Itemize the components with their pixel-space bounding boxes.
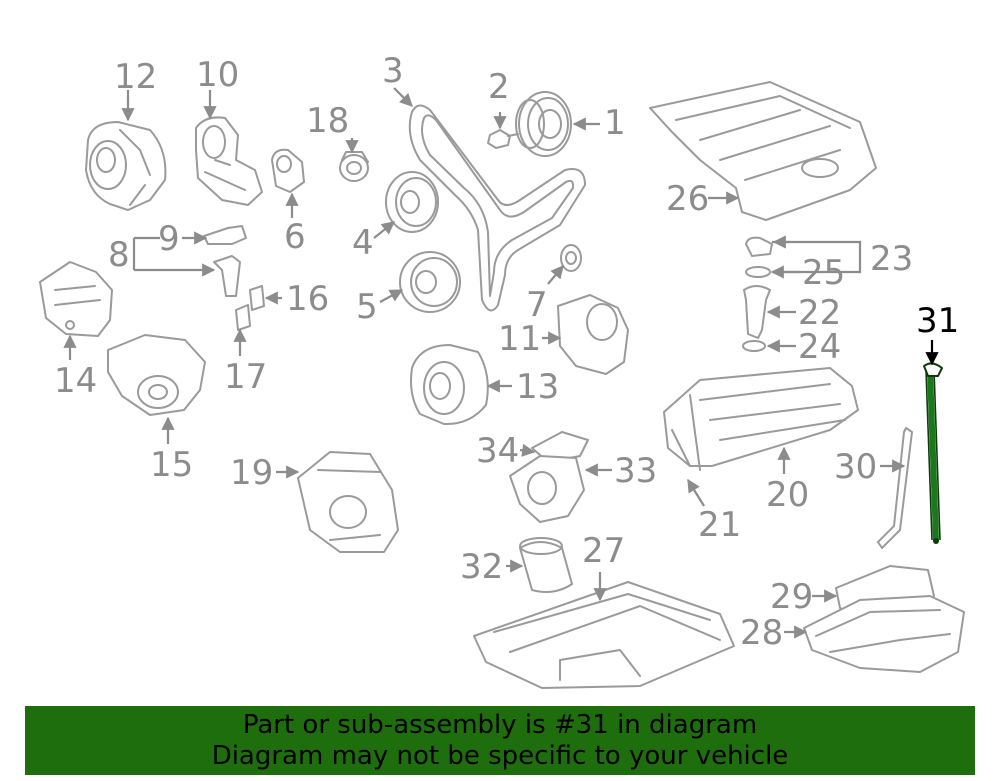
label-16: 16 (286, 279, 329, 319)
part-23-cap[interactable] (745, 236, 773, 257)
part-13-starter[interactable] (410, 344, 489, 426)
part-6-tensioner[interactable] (271, 148, 305, 193)
part-24-gasket[interactable] (742, 340, 766, 352)
part-17-clip[interactable] (235, 304, 251, 331)
label-22: 22 (798, 293, 841, 333)
part-18-idler[interactable] (339, 151, 369, 182)
part-11-cover[interactable] (557, 294, 629, 375)
callout-labels: 12 10 3 2 1 18 6 26 4 9 8 5 7 16 11 14 1… (54, 51, 959, 653)
label-13: 13 (516, 367, 559, 407)
label-10: 10 (196, 55, 239, 95)
part-12-alternator[interactable] (85, 121, 167, 211)
part-30-dipstick-tube[interactable] (877, 427, 913, 549)
part-9-sensor[interactable] (203, 225, 247, 245)
label-20: 20 (766, 475, 809, 515)
label-7: 7 (526, 285, 548, 325)
part-1-pulley[interactable] (515, 91, 572, 157)
part-3-timing-belt[interactable] (408, 104, 586, 312)
part-22-filler-tube[interactable] (743, 285, 771, 339)
label-31: 31 (916, 301, 959, 341)
label-12: 12 (114, 57, 157, 97)
part-26-engine-cover[interactable] (649, 81, 877, 221)
label-3: 3 (382, 51, 404, 91)
label-11: 11 (498, 319, 541, 359)
label-29: 29 (770, 577, 813, 617)
label-15: 15 (150, 445, 193, 485)
part-10-bracket[interactable] (195, 116, 263, 206)
parts-diagram: 12 10 3 2 1 18 6 26 4 9 8 5 7 16 11 14 1… (39, 51, 965, 689)
label-21: 21 (698, 505, 741, 545)
label-5: 5 (356, 287, 378, 327)
label-33: 33 (614, 451, 657, 491)
label-17: 17 (224, 357, 267, 397)
label-8: 8 (108, 235, 130, 275)
part-7-idler[interactable] (560, 244, 582, 272)
part-8-sensor[interactable] (213, 255, 241, 297)
info-banner: Part or sub-assembly is #31 in diagram D… (25, 706, 975, 775)
label-2: 2 (488, 67, 510, 107)
part-15-housing[interactable] (107, 334, 206, 416)
part-2-bolt[interactable] (487, 129, 519, 149)
part-14-bracket[interactable] (39, 261, 113, 337)
label-25: 25 (802, 253, 845, 293)
label-9: 9 (158, 219, 180, 259)
label-27: 27 (582, 531, 625, 571)
label-6: 6 (284, 217, 306, 257)
part-33-housing[interactable] (509, 455, 585, 523)
label-14: 14 (54, 361, 97, 401)
part-25-gasket[interactable] (745, 266, 771, 278)
part-5-cam-pulley[interactable] (399, 251, 461, 313)
leader-lines (63, 87, 939, 639)
part-32-oil-filter[interactable] (519, 537, 573, 593)
part-4-cam-pulley[interactable] (385, 171, 439, 233)
label-32: 32 (460, 547, 503, 587)
label-24: 24 (798, 327, 841, 367)
label-4: 4 (352, 223, 374, 263)
label-23: 23 (870, 239, 913, 279)
label-30: 30 (834, 447, 877, 487)
label-34: 34 (476, 431, 519, 471)
label-19: 19 (230, 453, 273, 493)
label-18: 18 (306, 101, 349, 141)
part-20-valve-cover[interactable] (663, 367, 859, 471)
part-19-oil-pump[interactable] (297, 451, 399, 553)
label-1: 1 (604, 103, 626, 143)
part-28-oil-pan[interactable] (803, 595, 965, 673)
label-26: 26 (666, 179, 709, 219)
part-27-oil-pan[interactable] (473, 581, 735, 689)
label-28: 28 (740, 613, 783, 653)
part-31-dipstick[interactable] (923, 362, 943, 544)
banner-line-1: Part or sub-assembly is #31 in diagram (242, 709, 758, 740)
part-16-clip[interactable] (249, 285, 265, 311)
banner-line-2: Diagram may not be specific to your vehi… (211, 740, 789, 771)
